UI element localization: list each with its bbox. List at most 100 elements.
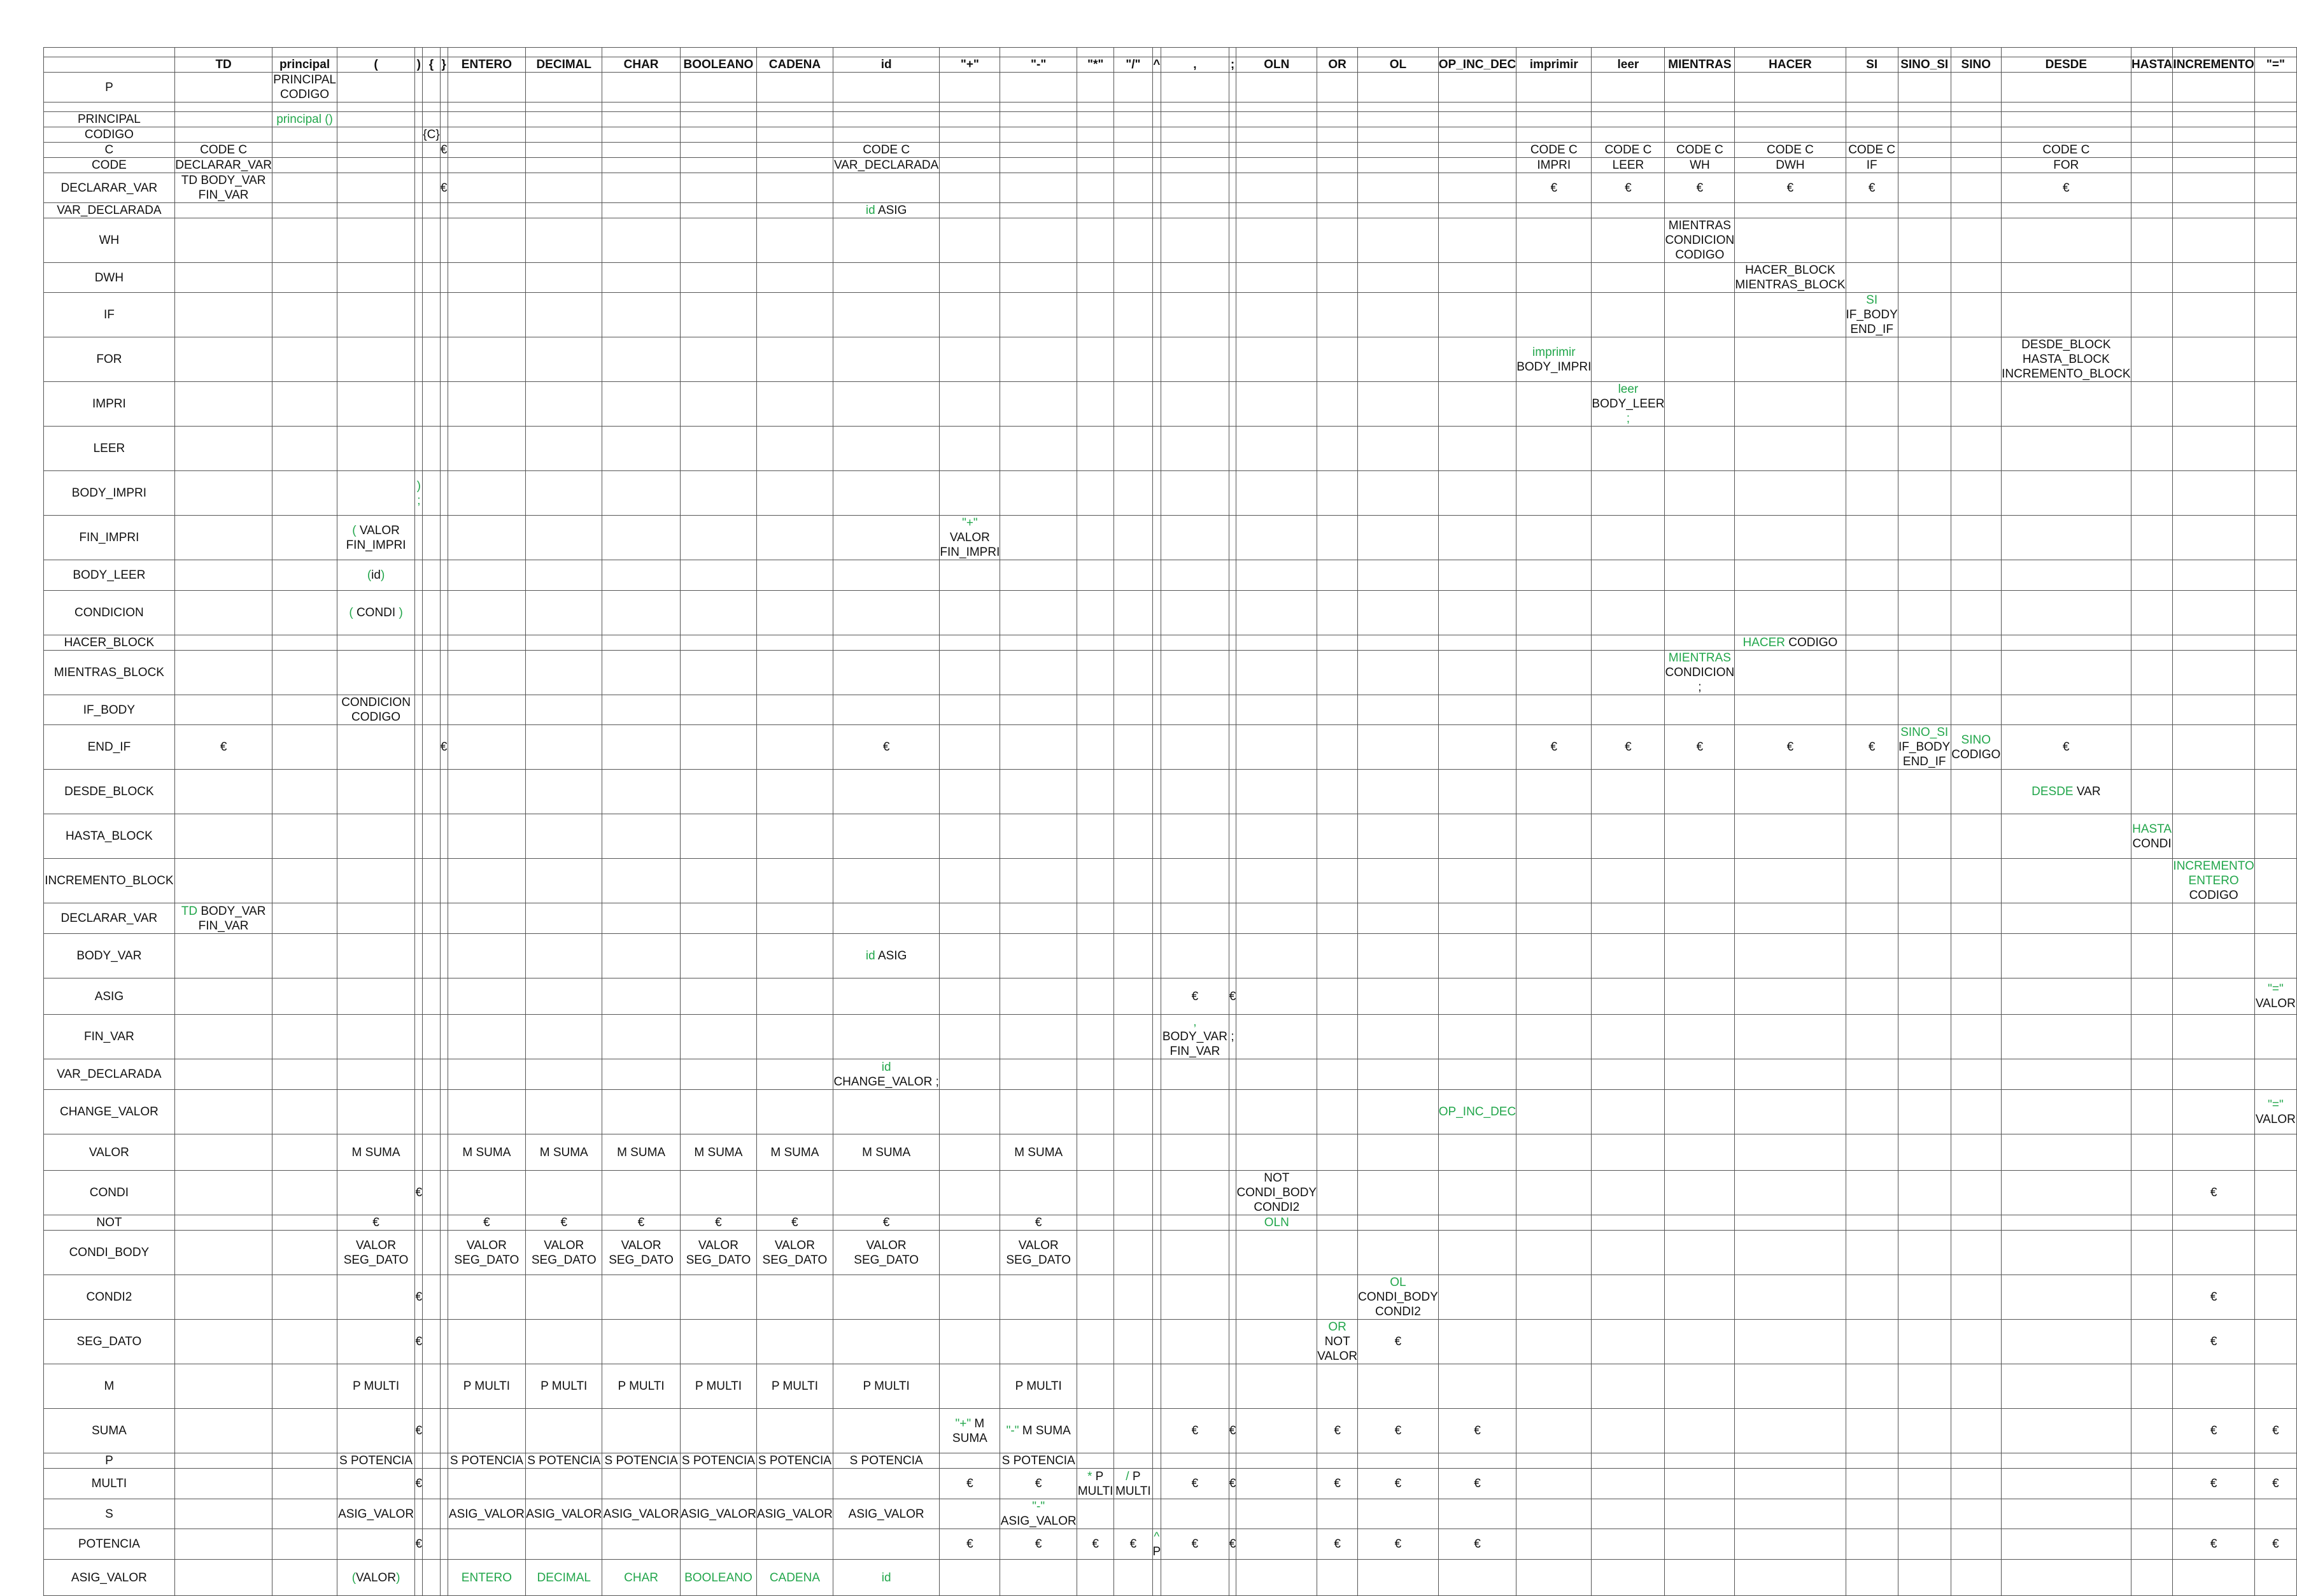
- symbol-text: €: [1696, 181, 1704, 195]
- table-cell: [1591, 1468, 1665, 1499]
- terminal-text: id: [881, 1571, 891, 1585]
- cell-line: €: [1439, 1423, 1515, 1438]
- table-cell: [1113, 173, 1153, 203]
- table-cell: [1357, 560, 1439, 591]
- table-cell: [1357, 337, 1439, 382]
- table-cell: [1152, 695, 1162, 725]
- table-cell: [414, 560, 423, 591]
- table-cell: [1113, 978, 1153, 1015]
- cell-line: CODE C: [1592, 143, 1664, 157]
- table-cell: [2130, 933, 2173, 978]
- table-cell: [1236, 202, 1318, 218]
- cell-line: P MULTI: [757, 1379, 832, 1394]
- cell-line: IMPRI: [1517, 159, 1591, 173]
- table-cell: €: [1161, 978, 1229, 1015]
- table-cell: [272, 635, 337, 651]
- row-label: P: [43, 1453, 175, 1469]
- symbol-text: €: [1334, 1424, 1341, 1437]
- table-cell: [1438, 1499, 1517, 1529]
- table-cell: [939, 978, 1001, 1015]
- table-cell: [1236, 1319, 1318, 1364]
- table-cell: [414, 111, 423, 127]
- table-cell: CODE C: [832, 142, 940, 158]
- table-cell: [525, 142, 603, 158]
- cell-line: DESDE_BLOCK: [2002, 338, 2130, 353]
- table-cell: [679, 262, 757, 293]
- symbol-text: ASIG_VALOR: [1000, 1515, 1077, 1528]
- cell-line: €: [1001, 1537, 1077, 1551]
- table-cell: [1591, 127, 1665, 143]
- table-cell: [1161, 1230, 1229, 1275]
- empty-cell: [2172, 47, 2255, 57]
- symbol-text: €: [1550, 740, 1558, 754]
- table-cell: [1734, 1215, 1846, 1231]
- empty-cell: [174, 102, 273, 112]
- row-label: SEG_DATO: [43, 1319, 175, 1364]
- table-cell: [939, 560, 1001, 591]
- table-cell: [1113, 560, 1153, 591]
- table-cell: [1734, 515, 1846, 560]
- table-cell: [2130, 202, 2173, 218]
- table-cell: [414, 933, 423, 978]
- symbol-text: M SUMA: [351, 1145, 400, 1159]
- table-cell: [272, 1453, 337, 1469]
- table-cell: [2130, 1408, 2173, 1453]
- cell-line: P MULTI: [527, 1379, 602, 1394]
- cell-line: SUMA: [940, 1431, 1000, 1446]
- cell-line: CODIGO: [337, 710, 414, 724]
- table-cell: [1591, 72, 1665, 102]
- table-cell: [1152, 650, 1162, 695]
- table-cell: [272, 292, 337, 337]
- table-cell: [1897, 858, 1951, 903]
- table-cell: [1845, 1529, 1898, 1560]
- table-cell: P MULTI: [447, 1364, 527, 1409]
- table-cell: [2000, 1134, 2131, 1171]
- table-cell: [1591, 635, 1665, 651]
- table-cell: [2172, 590, 2255, 635]
- symbol-text: M SUMA: [862, 1145, 911, 1159]
- table-cell: [525, 173, 603, 203]
- table-cell: [1000, 724, 1078, 770]
- table-cell: [525, 1059, 603, 1090]
- table-cell: [1516, 1134, 1592, 1171]
- table-cell: [1161, 381, 1229, 427]
- cell-line: SEG_DATO: [448, 1253, 525, 1268]
- symbol-text: €: [440, 181, 448, 195]
- table-cell: S POTENCIA: [1000, 1453, 1078, 1469]
- table-cell: [1161, 127, 1229, 143]
- table-cell: [1113, 814, 1153, 859]
- symbol-text: VALOR: [356, 1571, 397, 1585]
- symbol-text: €: [415, 1290, 423, 1304]
- table-cell: [1664, 560, 1735, 591]
- table-cell: [439, 590, 448, 635]
- row-label: IF_BODY: [43, 695, 175, 725]
- table-cell: [272, 560, 337, 591]
- table-cell: [939, 1059, 1001, 1090]
- table-cell: [1516, 695, 1592, 725]
- table-cell: [2254, 515, 2297, 560]
- table-cell: [1357, 515, 1439, 560]
- table-cell: [1438, 933, 1517, 978]
- table-cell: [174, 1275, 273, 1320]
- table-cell: [679, 769, 757, 814]
- table-cell: [525, 292, 603, 337]
- table-cell: €: [439, 724, 448, 770]
- cell-line: VALOR: [1001, 1238, 1077, 1253]
- table-cell: [1357, 381, 1439, 427]
- table-cell: [1897, 560, 1951, 591]
- symbol-text: MIENTRAS_BLOCK: [1735, 278, 1846, 292]
- table-cell: [756, 72, 833, 102]
- table-cell: [1317, 1134, 1359, 1171]
- table-cell: [439, 1089, 448, 1134]
- table-cell: [1152, 1059, 1162, 1090]
- table-cell: [1152, 1230, 1162, 1275]
